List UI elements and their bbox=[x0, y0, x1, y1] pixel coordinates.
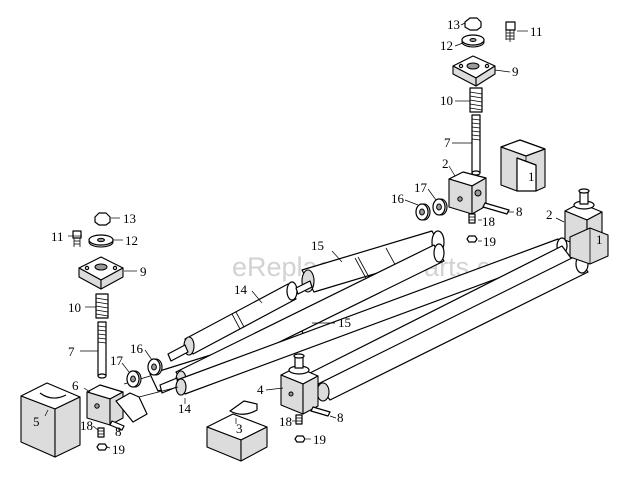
top-right-bracket-9 bbox=[452, 55, 496, 87]
center-nut-19 bbox=[294, 435, 306, 443]
top-left-screw-11 bbox=[72, 230, 82, 247]
label-2-right: 2 bbox=[546, 207, 553, 222]
left-bearing-17 bbox=[126, 370, 142, 388]
top-right-pin-8 bbox=[482, 202, 510, 215]
center-pin-8 bbox=[310, 406, 331, 417]
right-holder-1 bbox=[569, 227, 609, 265]
label-14-upper: 14 bbox=[234, 282, 248, 297]
label-3: 3 bbox=[236, 421, 243, 436]
top-right-spring-10 bbox=[469, 87, 483, 113]
label-9-top-right: 9 bbox=[512, 64, 519, 79]
roller-main-right bbox=[309, 245, 589, 402]
label-16-left: 16 bbox=[130, 341, 144, 356]
label-8-center: 8 bbox=[337, 410, 344, 425]
top-left-nut-13 bbox=[94, 212, 111, 226]
top-right-holder-1 bbox=[500, 139, 546, 192]
center-block-4 bbox=[280, 353, 319, 415]
left-bearing-16 bbox=[147, 358, 163, 376]
top-right-block-2 bbox=[448, 171, 487, 215]
label-16-top-right: 16 bbox=[391, 191, 405, 206]
label-15-lower: 15 bbox=[338, 315, 351, 330]
top-left-rod-7 bbox=[97, 321, 107, 379]
center-holder-3 bbox=[206, 400, 268, 462]
label-9-top-left: 9 bbox=[140, 264, 147, 279]
shaft-bracket-left bbox=[115, 386, 179, 423]
top-left-bracket-9 bbox=[78, 256, 124, 290]
left-holder-5 bbox=[20, 382, 81, 458]
part-number-labels: 13 12 11 9 10 7 2 1 17 16 18 8 19 13 11 … bbox=[33, 17, 603, 457]
label-12-top-right: 12 bbox=[440, 38, 453, 53]
label-10-top-left: 10 bbox=[68, 300, 81, 315]
label-1-top-right: 1 bbox=[528, 169, 535, 184]
top-right-rod-7 bbox=[471, 114, 481, 176]
leader-lines bbox=[44, 22, 565, 449]
label-11-top-right: 11 bbox=[530, 24, 543, 39]
label-13-top-right: 13 bbox=[447, 17, 460, 32]
label-7-top-left: 7 bbox=[68, 344, 75, 359]
top-right-washer-12 bbox=[461, 34, 485, 48]
label-19-left: 19 bbox=[112, 442, 125, 457]
label-11-top-left: 11 bbox=[51, 229, 64, 244]
label-10-top-right: 10 bbox=[440, 93, 453, 108]
label-14-lower: 14 bbox=[178, 401, 192, 416]
label-1-right: 1 bbox=[596, 232, 603, 247]
top-right-nut-19 bbox=[466, 235, 478, 243]
label-18-left: 18 bbox=[80, 418, 93, 433]
label-5: 5 bbox=[33, 414, 40, 429]
label-2-top-right: 2 bbox=[442, 156, 449, 171]
top-right-screw-11 bbox=[505, 21, 516, 42]
top-left-spring-10 bbox=[95, 293, 109, 319]
label-8-left: 8 bbox=[115, 424, 122, 439]
label-7-top-right: 7 bbox=[444, 135, 451, 150]
label-17-left: 17 bbox=[110, 353, 124, 368]
center-screw-18 bbox=[295, 414, 303, 425]
label-13-top-left: 13 bbox=[123, 211, 136, 226]
top-left-washer-12 bbox=[88, 234, 114, 248]
label-6: 6 bbox=[72, 378, 79, 393]
label-8-top-right: 8 bbox=[516, 204, 523, 219]
label-4: 4 bbox=[257, 382, 264, 397]
label-19-top-right: 19 bbox=[483, 234, 496, 249]
left-nut-19 bbox=[96, 443, 108, 451]
label-18-center: 18 bbox=[279, 414, 292, 429]
top-right-bearing-16 bbox=[415, 203, 431, 221]
label-17-top-right: 17 bbox=[414, 180, 428, 195]
left-screw-18 bbox=[97, 427, 105, 438]
top-right-bearing-17 bbox=[432, 198, 448, 216]
label-19-center: 19 bbox=[313, 432, 326, 447]
label-18-top-right: 18 bbox=[482, 214, 495, 229]
top-right-screw-18 bbox=[468, 213, 476, 224]
top-right-nut-13 bbox=[464, 17, 482, 31]
roller-14-upper bbox=[167, 280, 313, 362]
label-15-upper: 15 bbox=[311, 238, 324, 253]
label-12-top-left: 12 bbox=[125, 233, 138, 248]
